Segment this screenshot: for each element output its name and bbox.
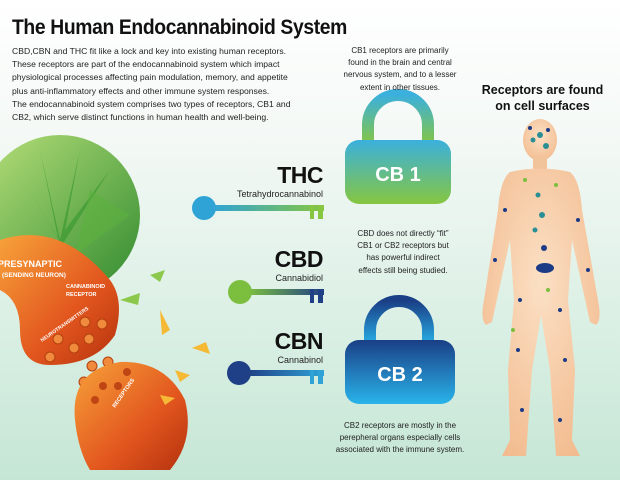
page-title: The Human Endocannabinoid System: [12, 16, 347, 39]
cbd-key: [228, 280, 324, 304]
intro-line: These receptors are part of the endocann…: [12, 59, 280, 70]
note-line: CB1 or CB2 receptors but: [357, 241, 449, 251]
intro-line: plus anti-inflammatory effects and other…: [12, 85, 270, 96]
thc-full-name: Tetrahydrocannabinol: [236, 189, 323, 199]
receptors-title: Receptors are found on cell surfaces: [470, 82, 615, 114]
human-body-icon: [482, 119, 600, 456]
intro-line: physiological processes affecting pain m…: [12, 72, 288, 83]
postsynaptic-neuron: [74, 361, 188, 470]
cb2-lock-icon: CB 2: [345, 295, 455, 404]
intro-line: The endocannabinoid system comprises two…: [12, 98, 291, 109]
intro-text: CBD,CBN and THC fit like a lock and key …: [12, 45, 312, 124]
intro-line: CBD,CBN and THC fit like a lock and key …: [12, 46, 287, 56]
presynaptic-neuron: [0, 235, 119, 365]
cb2-lock-label: CB 2: [377, 364, 423, 386]
cbd-label: CBD: [274, 246, 324, 272]
note-line: CBD does not directly “fit”: [357, 229, 449, 238]
cb1-lock-label: CB 1: [375, 164, 421, 186]
intro-line: CB2, which serve distinct functions in h…: [12, 112, 269, 123]
note-line: associated with the immune system.: [335, 445, 465, 455]
thc-key: [192, 196, 324, 220]
cbn-full-name: Cannabinol: [277, 355, 323, 365]
note-line: has powerful indirect: [366, 253, 440, 263]
cbd-note: CBD does not directly “fit” CB1 or CB2 r…: [333, 228, 473, 277]
cannabinoid-molecule-icons: [120, 270, 210, 405]
cannabinoid-receptor-label-2: RECEPTOR: [66, 292, 96, 298]
note-line: nervous system, and to a lesser: [343, 70, 457, 80]
receptors-title-line: Receptors are found: [481, 83, 604, 97]
receptors-title-line: on cell surfaces: [495, 99, 590, 113]
note-line: CB1 receptors are primarily: [351, 46, 449, 55]
presynaptic-sub-label: (SENDING NEURON): [2, 272, 66, 279]
cbn-key: [227, 361, 324, 385]
note-line: effects still being studied.: [358, 265, 448, 275]
note-line: found in the brain and central: [348, 58, 452, 68]
cbn-label: CBN: [274, 328, 324, 354]
note-line: CB2 receptors are mostly in the: [343, 421, 457, 430]
cannabinoid-receptor-label-1: CANNABINOID: [66, 284, 105, 290]
cb1-lock-icon: CB 1: [345, 89, 451, 204]
cb1-note: CB1 receptors are primarily found in the…: [330, 45, 470, 94]
thc-label: THC: [277, 162, 323, 188]
note-line: extent in other tissues.: [359, 82, 441, 92]
note-line: perepheral organs especially cells: [339, 433, 461, 443]
cb2-note: CB2 receptors are mostly in the perepher…: [325, 420, 475, 457]
presynaptic-label: PRESYNAPTIC: [0, 259, 63, 269]
cbd-full-name: Cannabidiol: [275, 273, 323, 283]
